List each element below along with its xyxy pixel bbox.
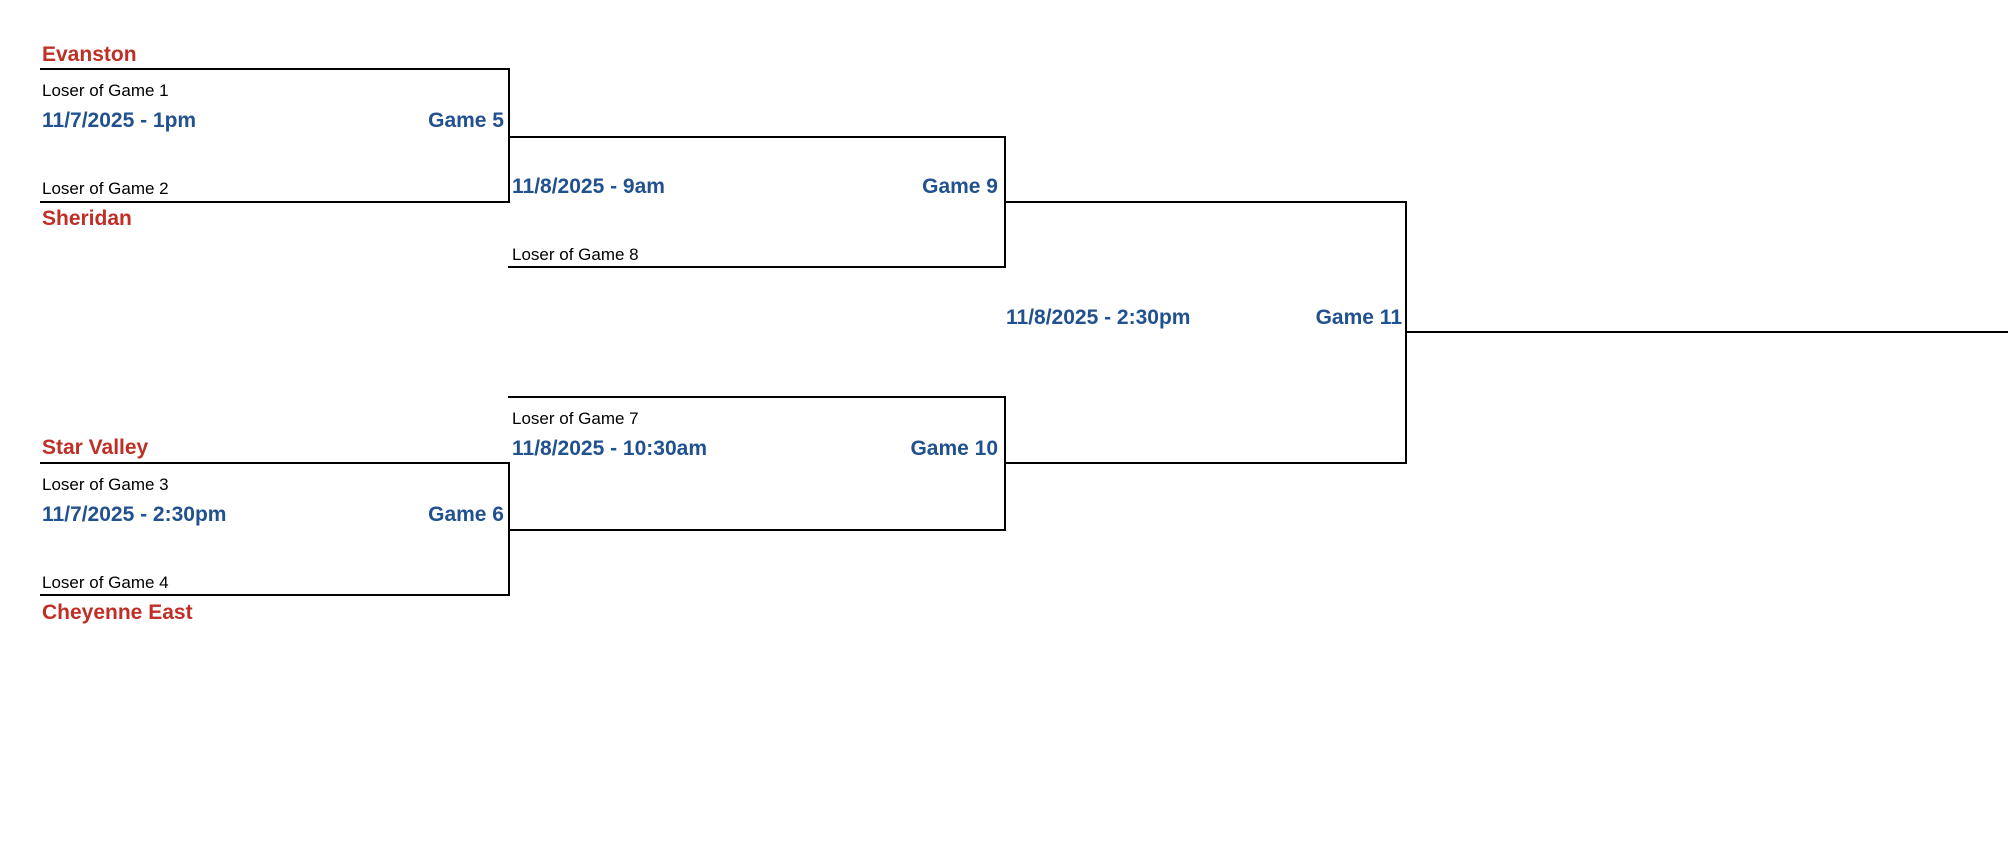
- game-6-datetime: 11/7/2025 - 2:30pm: [42, 503, 227, 526]
- team-name-cheyenne-east: Cheyenne East: [42, 601, 193, 624]
- game-6-bottom-seed: Loser of Game 4: [42, 573, 169, 592]
- game-10-top-seed: Loser of Game 7: [512, 409, 639, 428]
- game-5-datetime: 11/7/2025 - 1pm: [42, 109, 197, 132]
- game-11-label: Game 11: [1315, 306, 1402, 329]
- game-10-label: Game 10: [910, 437, 998, 460]
- game-11-bottom-rail: [1004, 462, 1407, 464]
- game-6-top-rail: [40, 462, 510, 464]
- game-5-top-rail: [40, 68, 510, 70]
- game-9-label: Game 9: [922, 175, 998, 198]
- game-5-top-seed: Loser of Game 1: [42, 81, 169, 100]
- game-10-top-rail: [508, 396, 1006, 398]
- game-9-datetime: 11/8/2025 - 9am: [512, 175, 665, 198]
- game-10-datetime: 11/8/2025 - 10:30am: [512, 437, 707, 460]
- game-5-bottom-rail: [40, 201, 510, 203]
- game-10-bottom-rail: [508, 529, 1006, 531]
- game-5-label: Game 5: [428, 109, 504, 132]
- game-9-bottom-rail: [508, 266, 1006, 268]
- game-5-right-connector: [508, 68, 510, 203]
- team-name-sheridan: Sheridan: [42, 207, 132, 230]
- game-11-datetime: 11/8/2025 - 2:30pm: [1006, 306, 1191, 329]
- game-6-label: Game 6: [428, 503, 504, 526]
- game-6-top-seed: Loser of Game 3: [42, 475, 169, 494]
- game-11-top-rail: [1004, 201, 1407, 203]
- game-6-bottom-rail: [40, 594, 510, 596]
- game-9-bottom-seed: Loser of Game 8: [512, 245, 639, 264]
- team-name-star-valley: Star Valley: [42, 436, 149, 459]
- championship-advance-rail: [1405, 331, 2008, 333]
- game-9-top-rail: [508, 136, 1006, 138]
- game-5-bottom-seed: Loser of Game 2: [42, 179, 169, 198]
- team-name-evanston: Evanston: [42, 43, 137, 66]
